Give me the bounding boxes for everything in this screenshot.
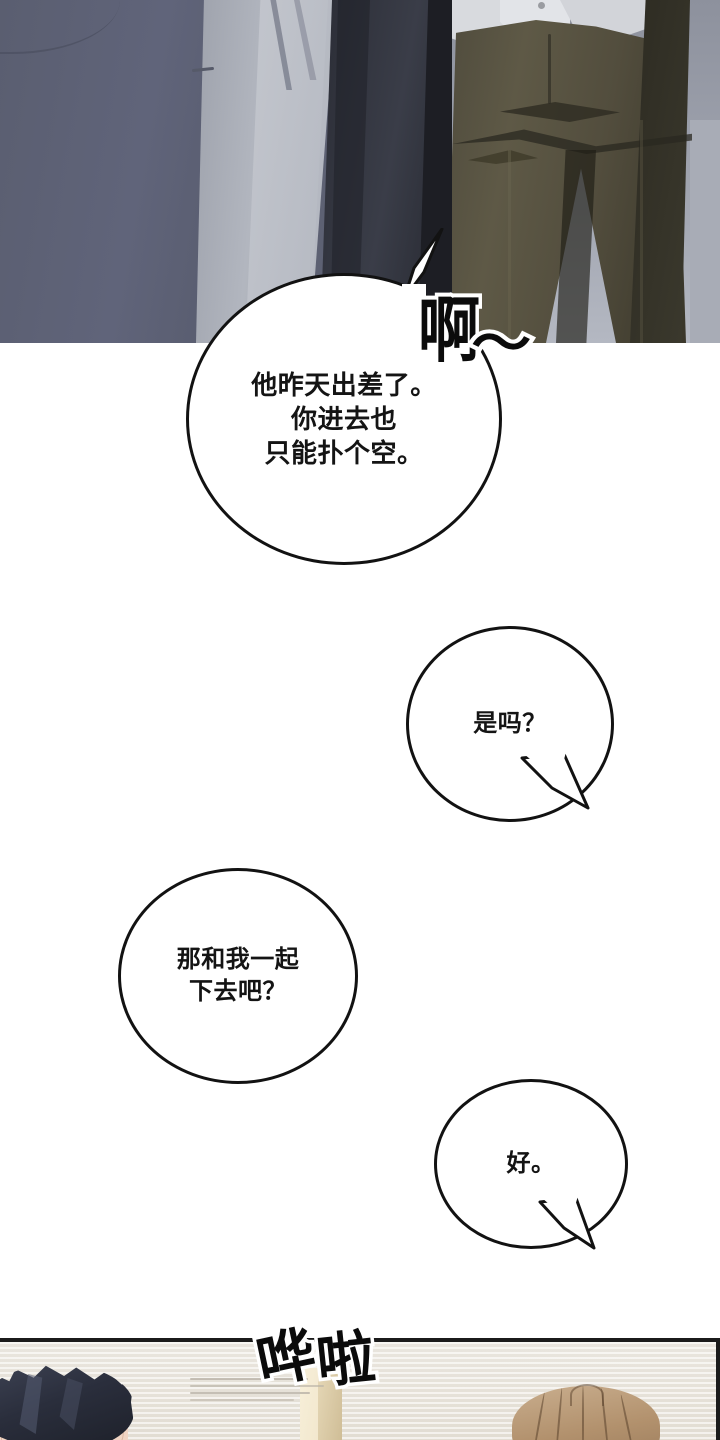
hair-parting (570, 1384, 604, 1406)
speech-bubble-1-text: 他昨天出差了。 你进去也 只能扑个空。 (251, 369, 437, 469)
sfx-ah: 啊～ (414, 272, 535, 378)
bubble-4-tail (536, 1194, 608, 1264)
sfx-hua-char1: 哗 (248, 1317, 327, 1400)
character-head-dark-hair (0, 1364, 134, 1440)
trouser-seam-right (640, 120, 643, 343)
speech-bubble-3[interactable]: 那和我一起 下去吧？ (118, 868, 358, 1084)
shirt-button (538, 2, 545, 9)
trouser-seam-left (508, 150, 511, 343)
panel-bottom (0, 1338, 720, 1440)
speech-bubble-4-text: 好。 (506, 1150, 556, 1178)
bubble-2-tail (518, 748, 602, 832)
speech-bubble-2-text: 是吗？ (473, 710, 547, 738)
speech-bubble-3-text: 那和我一起 下去吧？ (176, 946, 300, 1005)
bubble-1-tail (398, 228, 444, 300)
door-edge (318, 1370, 342, 1440)
hair-strand-3 (582, 1386, 584, 1440)
sfx-ah-char: 啊 (414, 288, 483, 375)
character-head-light-hair (512, 1384, 660, 1440)
background-left-mass (0, 0, 220, 343)
speech-bubble-4[interactable]: 好。 (434, 1079, 628, 1249)
sfx-ah-wave: ～ (467, 309, 536, 377)
sfx-hua-char2: 啦 (310, 1321, 383, 1399)
floor-highlight (690, 120, 720, 343)
trouser-fly-seam (548, 34, 551, 104)
sfx-hua-la: 哗啦 (248, 1293, 384, 1400)
speech-bubble-1[interactable]: 他昨天出差了。 你进去也 只能扑个空。 (186, 273, 502, 565)
motion-speed-lines (190, 1376, 330, 1406)
